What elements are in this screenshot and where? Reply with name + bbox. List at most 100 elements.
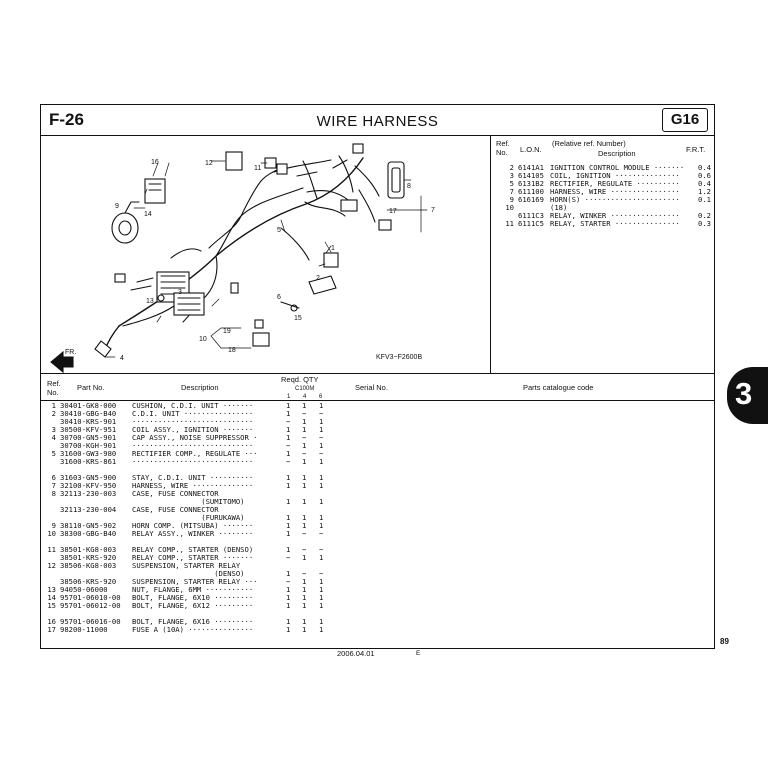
part-number: 30500-KFV-951: [60, 425, 117, 434]
front-direction-label: FR.: [65, 349, 76, 356]
qty-1: 1: [286, 513, 291, 522]
wire-harness-illustration: KFV3−F2600B FR. 1 2 3 4 5 6 7 8 9 10 11 …: [41, 136, 491, 374]
qty-4: 1: [302, 497, 307, 506]
qty-4: 1: [302, 593, 307, 602]
qty-4: −: [302, 449, 307, 458]
desc-header-sub: (Relative ref. Number): [552, 139, 626, 148]
lon-code: 614105: [518, 171, 544, 180]
qty-1: −: [286, 457, 291, 466]
qty-1: 1: [286, 617, 291, 626]
qty-1: 1: [286, 585, 291, 594]
ref-number: 14: [47, 593, 56, 602]
part-description: FUSE A (10A) ···············: [132, 625, 254, 634]
qty-1: −: [286, 441, 291, 450]
section-tab[interactable]: 3: [727, 367, 768, 424]
callout-17: 17: [389, 208, 397, 215]
qty-6: −: [319, 449, 324, 458]
frt-value: 1.2: [698, 187, 711, 196]
qty-1: −: [286, 577, 291, 586]
qty-4: −: [302, 545, 307, 554]
part-number: 38501-KG8-003: [60, 545, 117, 554]
parts-table-header: Ref. No. Part No. Description Reqd. QTY …: [41, 373, 714, 401]
lon-code: 6131B2: [518, 179, 544, 188]
part-description: (DENSO): [132, 569, 245, 578]
qty-4: 1: [302, 513, 307, 522]
lon-code: 611100: [518, 187, 544, 196]
part-description: ····························: [132, 457, 254, 466]
part-number: 30410-GBG-B40: [60, 409, 117, 418]
callout-14: 14: [144, 211, 152, 218]
qty-4: 1: [302, 473, 307, 482]
qty-1: 1: [286, 473, 291, 482]
ref-number: 5: [51, 449, 56, 458]
issue-date: 2006.04.01: [337, 649, 375, 658]
part-description: C.D.I. UNIT ················: [132, 409, 254, 418]
ref-number: 6: [51, 473, 56, 482]
part-description: RELAY COMP., STARTER ·······: [132, 553, 254, 562]
callout-19: 19: [223, 328, 231, 335]
part-number: 32113-230-004: [60, 505, 117, 514]
reqd-qty-col-header: Reqd. QTY: [281, 375, 319, 384]
sheet-header: F-26 WIRE HARNESS G16: [41, 105, 714, 136]
ref-row: 10(18): [492, 204, 714, 212]
qty-1: −: [286, 417, 291, 426]
qty-4: −: [302, 529, 307, 538]
qty-1: 1: [286, 529, 291, 538]
ref-number: 2: [51, 409, 56, 418]
part-number: 95701-06012-00: [60, 601, 121, 610]
part-description: STAY, C.D.I. UNIT ··········: [132, 473, 254, 482]
table-row: 32113-230-004 CASE, FUSE CONNECTOR: [41, 506, 714, 514]
page-title: WIRE HARNESS: [316, 113, 439, 130]
ref-number: 7: [51, 481, 56, 490]
description-col-header: Description: [181, 383, 219, 392]
qty-6: 1: [319, 521, 324, 530]
ref-description: (18): [550, 203, 568, 212]
qty-6: 1: [319, 625, 324, 634]
qty-1: 1: [286, 625, 291, 634]
qty-6: 1: [319, 513, 324, 522]
qty-4: 1: [302, 441, 307, 450]
part-number: 98200-11000: [60, 625, 108, 634]
qty-6: 1: [319, 585, 324, 594]
callout-7: 7: [431, 207, 435, 214]
part-description: ····························: [132, 441, 254, 450]
qty-1: −: [286, 553, 291, 562]
ref-number: 11: [47, 545, 56, 554]
ref-number: 15: [47, 601, 56, 610]
qty-6: 1: [319, 617, 324, 626]
part-description: ····························: [132, 417, 254, 426]
ref-number: 11: [505, 219, 514, 228]
qty-1: 1: [286, 401, 291, 410]
qty-4: 1: [302, 401, 307, 410]
part-description: NUT, FLANGE, 6MM ···········: [132, 585, 254, 594]
ref-number: 3: [509, 171, 514, 180]
desc-header: Description: [598, 149, 636, 158]
part-no-col-header: Part No.: [77, 383, 105, 392]
qty-4: 1: [302, 521, 307, 530]
qty-4: −: [302, 569, 307, 578]
qty-1: 1: [286, 425, 291, 434]
section-tab-label: 3: [735, 376, 753, 411]
qty-6: 1: [319, 473, 324, 482]
part-description: RELAY COMP., STARTER (DENSO): [132, 545, 254, 554]
part-description: CASE, FUSE CONNECTOR: [132, 489, 219, 498]
callout-13: 13: [146, 298, 154, 305]
lon-code: 6111C3: [518, 211, 544, 220]
qty-1: 1: [286, 593, 291, 602]
ref-number: 1: [51, 401, 56, 410]
table-row: 30410-KRS-901···························…: [41, 418, 714, 426]
part-description: SUSPENSION, STARTER RELAY ···: [132, 577, 258, 586]
callout-2: 2: [316, 275, 320, 282]
frt-header: F.R.T.: [686, 145, 706, 154]
part-description: CASE, FUSE CONNECTOR: [132, 505, 219, 514]
qty-1: 1: [286, 497, 291, 506]
callout-1: 1: [331, 245, 335, 252]
qty-col-1-header: 1: [287, 394, 291, 400]
